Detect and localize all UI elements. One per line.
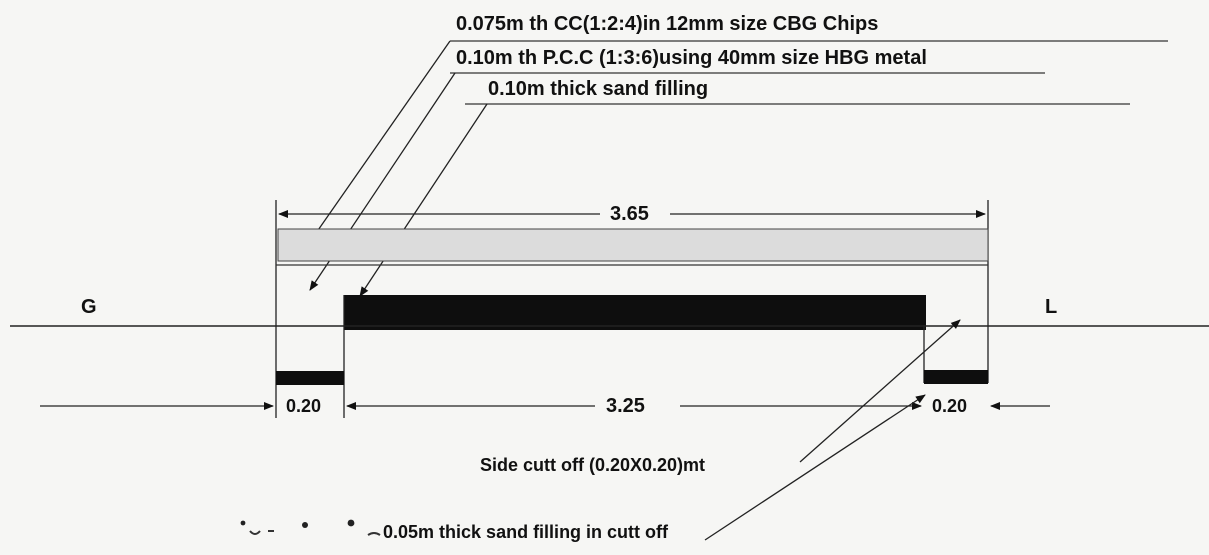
left-cut-width-label: 0.20	[286, 396, 322, 416]
cut-fill-leader	[704, 394, 926, 541]
cc-leader-arrow	[299, 40, 451, 257]
scan-speck	[302, 522, 308, 528]
cc-layer-label: 0.075m th CC(1:2:4)in 12mm size CBG Chip…	[456, 13, 879, 35]
scan-speck	[347, 519, 355, 527]
sand-layer-label: 0.10m thick sand filling	[488, 78, 709, 100]
left-cutoff-fill	[276, 371, 344, 385]
ground-label-left: G	[81, 296, 97, 318]
cut-fill-note: 0.05m thick sand filling in cutt off	[383, 522, 669, 542]
cc-layer	[277, 228, 989, 262]
sand-filling-layer	[344, 295, 926, 330]
side-cut-note: Side cutt off (0.20X0.20)mt	[480, 455, 706, 475]
overall-width-label: 3.65	[610, 203, 649, 225]
side-cut-leader	[799, 319, 961, 463]
right-cutoff-fill	[924, 370, 988, 384]
sand-leader-arrow	[359, 103, 488, 297]
ground-label-right: L	[1045, 296, 1058, 318]
scan-speck	[249, 530, 381, 536]
right-cut-width-label: 0.20	[932, 396, 968, 416]
pcc-layer-label: 0.10m th P.C.C (1:3:6)using 40mm size HB…	[456, 47, 927, 69]
scan-speck	[240, 520, 246, 526]
inner-width-label: 3.25	[606, 395, 645, 417]
